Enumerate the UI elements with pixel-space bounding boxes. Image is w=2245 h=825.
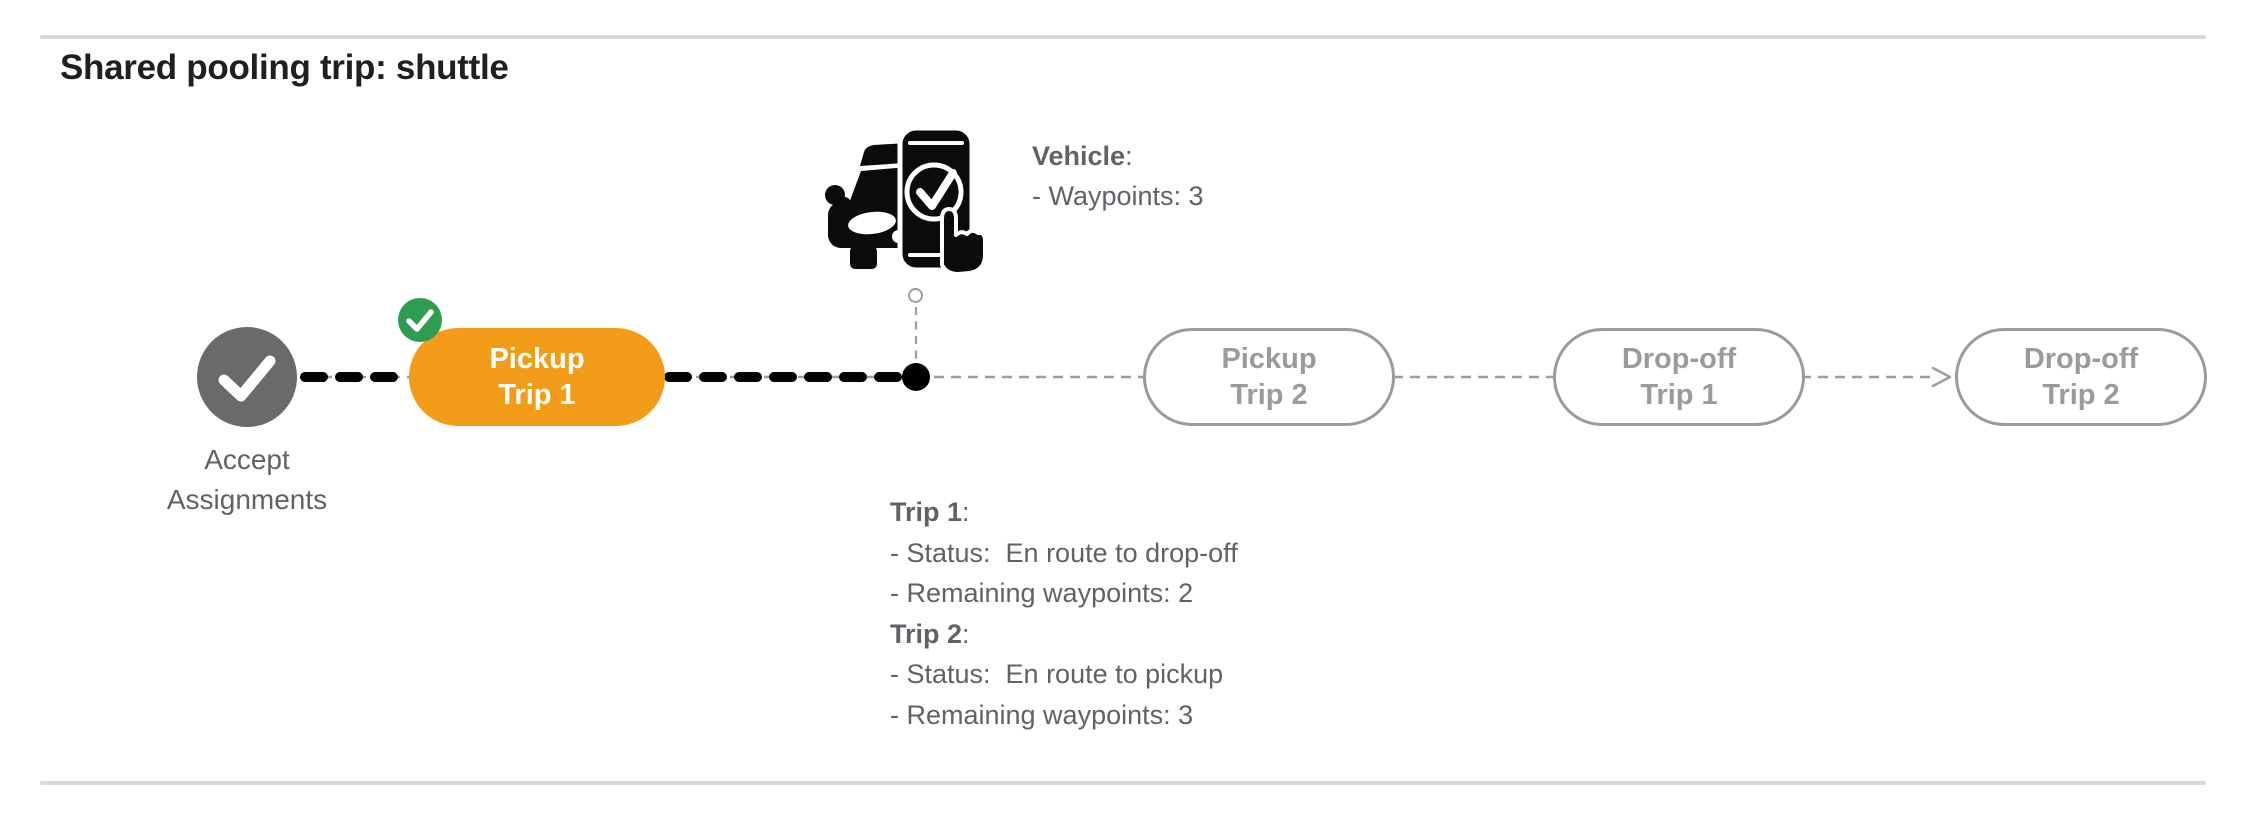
accept-assignments-node [197, 327, 297, 427]
pill-pickup-trip-1: Pickup Trip 1 [409, 328, 665, 426]
vehicle-info-waypoints: - Waypoints: 3 [1032, 181, 1204, 211]
current-position-dot [902, 363, 930, 391]
pill-line1: Pickup [1221, 343, 1317, 375]
pill-dropoff-trip-2: Drop-off Trip 2 [1955, 328, 2207, 426]
trip1-heading: Trip 1: [890, 497, 970, 527]
divider-bottom [40, 781, 2206, 785]
pill-line1: Drop-off [2023, 343, 2139, 375]
check-circle-icon [218, 355, 276, 402]
accept-label-line2: Assignments [166, 484, 328, 515]
page-title: Shared pooling trip: shuttle [60, 48, 509, 87]
pill-line2: Trip 2 [2042, 379, 2120, 411]
pill-line1: Pickup [489, 343, 585, 375]
vehicle-phone-check-icon [820, 118, 990, 278]
divider-top [40, 35, 2206, 39]
accept-assignments-label: Accept Assignments [110, 440, 384, 520]
pill-line2: Trip 2 [1230, 379, 1308, 411]
arrowhead-icon [1931, 366, 1952, 388]
accept-label-line1: Accept [204, 444, 290, 475]
pill-line2: Trip 1 [1640, 379, 1718, 411]
pill-line2: Trip 1 [498, 379, 576, 411]
pill-pickup-trip-2: Pickup Trip 2 [1143, 328, 1395, 426]
vehicle-info: Vehicle: - Waypoints: 3 [1032, 136, 1204, 216]
trip1-remaining-waypoints: - Remaining waypoints: 2 [890, 578, 1194, 608]
trip-info: Trip 1: - Status: En route to drop-off -… [890, 492, 1238, 735]
trip2-remaining-waypoints: - Remaining waypoints: 3 [890, 699, 1194, 730]
trip2-status: - Status: En route to pickup [890, 659, 1224, 689]
waypoint-circle-icon [908, 288, 923, 303]
vehicle-info-heading: Vehicle: [1032, 141, 1133, 171]
pill-dropoff-trip-1: Drop-off Trip 1 [1553, 328, 1805, 426]
check-badge-icon [406, 309, 434, 332]
completed-check-badge [398, 298, 442, 342]
pill-line1: Drop-off [1621, 343, 1737, 375]
trip2-heading: Trip 2: [890, 618, 970, 649]
trip1-status: - Status: En route to drop-off [890, 537, 1238, 568]
